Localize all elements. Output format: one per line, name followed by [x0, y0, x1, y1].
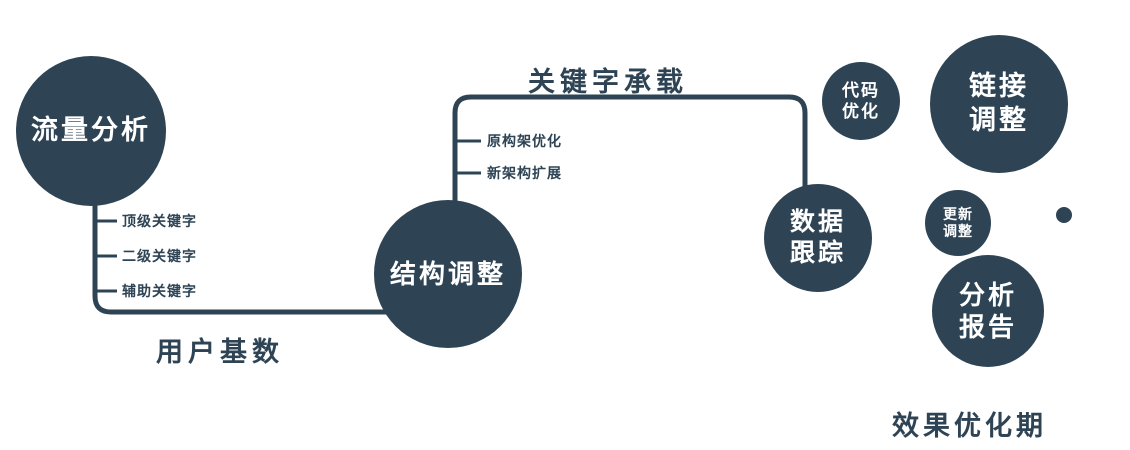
edge-structure-to-tracking — [452, 94, 808, 206]
node-analysis-report: 分析 报告 — [932, 255, 1044, 367]
node-data-tracking-line2: 跟踪 — [789, 239, 846, 267]
node-update-adjustment-line1: 更新 — [943, 205, 973, 222]
node-code-optimization-line2: 优化 — [842, 102, 880, 121]
node-link-adjustment-line2: 调整 — [969, 105, 1029, 135]
branch-top-keyword: 顶级关键字 — [122, 213, 197, 229]
node-data-tracking-line1: 数据 — [789, 207, 846, 236]
branch-aux-keyword: 辅助关键字 — [122, 283, 197, 299]
branch-new-arch-expansion: 新架构扩展 — [487, 165, 562, 181]
node-link-adjustment: 链接 调整 — [930, 35, 1068, 173]
node-code-optimization-line1: 代码 — [842, 80, 880, 100]
caption-effect-optimization-period: 效果优化期 — [892, 411, 1047, 441]
node-link-adjustment-line1: 链接 — [969, 71, 1029, 102]
node-traffic-analysis-label: 流量分析 — [31, 115, 151, 146]
node-traffic-analysis: 流量分析 — [16, 56, 166, 206]
edge-label-keyword-carry: 关键字承载 — [528, 67, 688, 97]
node-structure-adjustment-label: 结构调整 — [389, 258, 506, 289]
node-update-adjustment: 更新 调整 — [925, 190, 991, 256]
node-structure-adjustment: 结构调整 — [374, 200, 522, 348]
node-data-tracking: 数据 跟踪 — [764, 184, 872, 292]
branch-second-keyword: 二级关键字 — [122, 248, 197, 264]
small-dot-marker — [1056, 207, 1072, 223]
node-analysis-report-line2: 报告 — [958, 312, 1017, 342]
branch-original-arch-optimization: 原构架优化 — [487, 133, 562, 149]
edge-label-user-base: 用户基数 — [156, 337, 284, 367]
node-update-adjustment-line2: 调整 — [943, 223, 973, 239]
node-code-optimization: 代码 优化 — [822, 62, 900, 140]
node-analysis-report-line1: 分析 — [958, 279, 1017, 310]
edge-traffic-to-structure — [92, 198, 400, 315]
